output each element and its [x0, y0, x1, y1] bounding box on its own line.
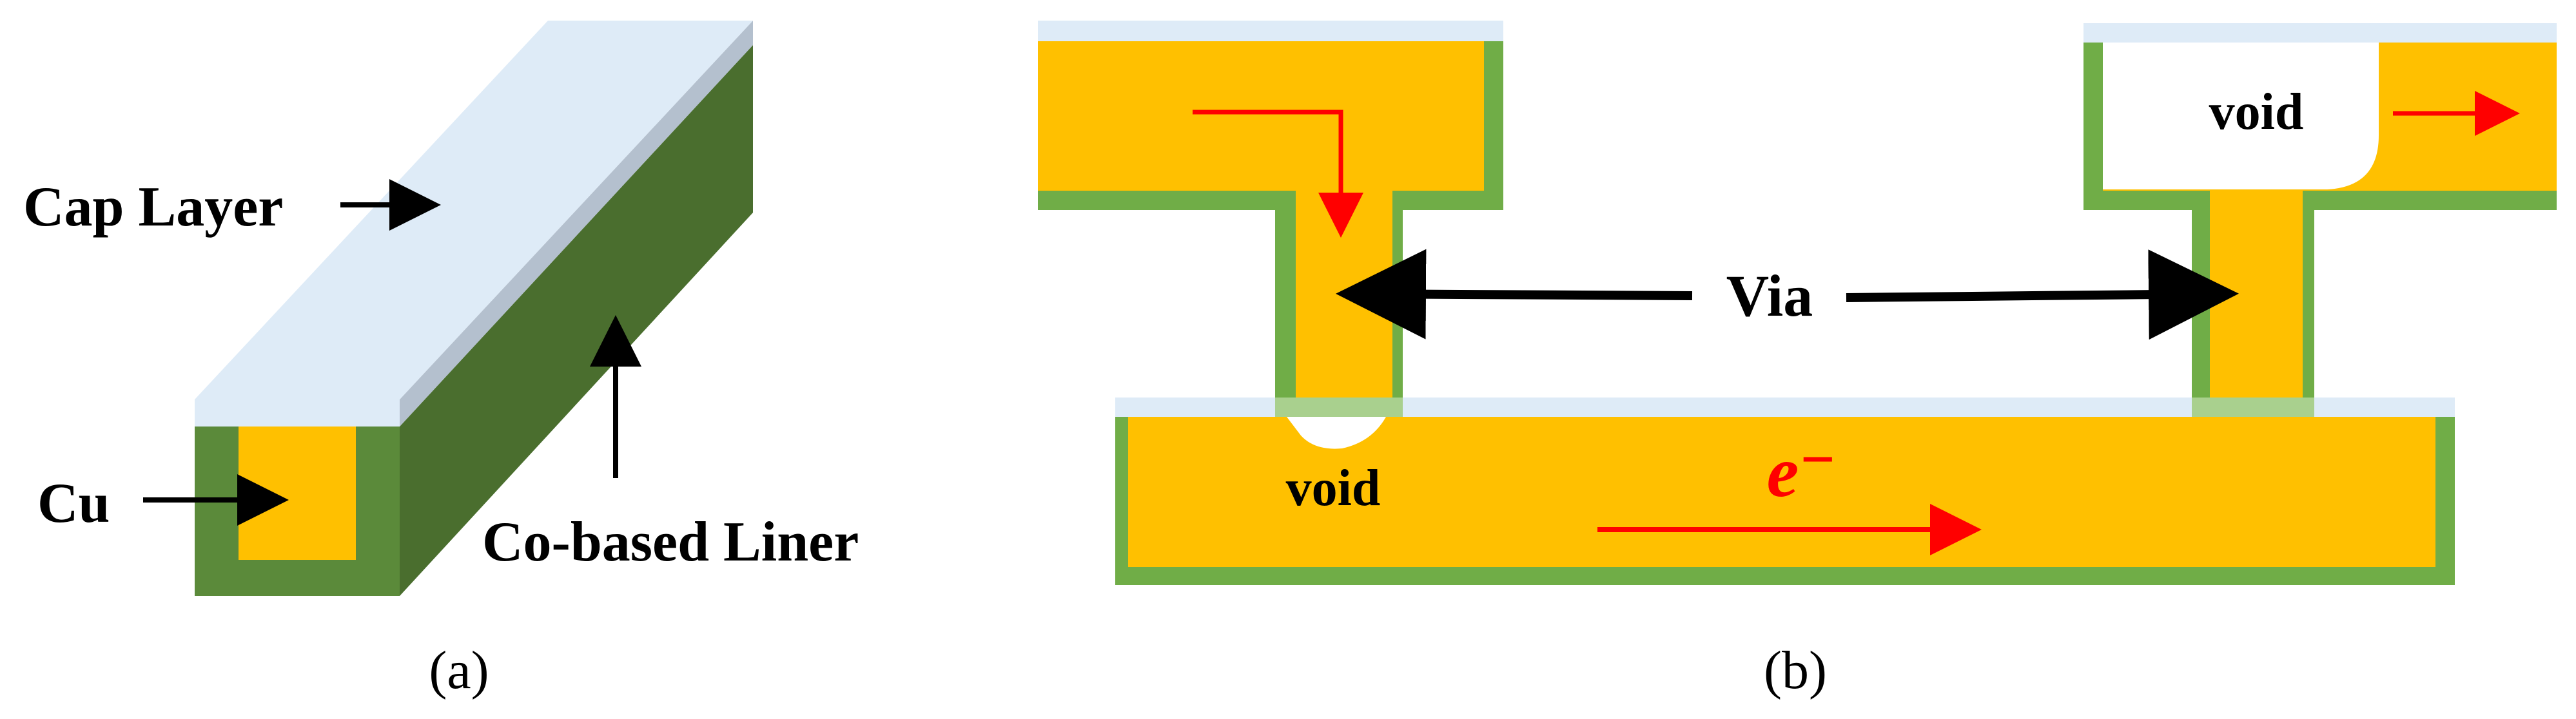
panel-b: Via void void e⁻ (b)	[1038, 21, 2557, 700]
left-via-interface	[1275, 398, 1403, 417]
via-label: Via	[1726, 263, 1813, 329]
top-void	[2103, 43, 2379, 189]
right-top-line-cap	[2083, 23, 2557, 43]
bottom-void	[1287, 417, 1386, 449]
current-arrow-left	[1193, 110, 1363, 238]
liner-side-face	[400, 45, 753, 596]
copper-core	[239, 427, 356, 560]
panel-a: Cap Layer Cu Co-based Liner (a)	[23, 21, 859, 700]
left-top-line-copper	[1038, 41, 1484, 398]
cap-layer-label: Cap Layer	[23, 176, 283, 238]
cap-layer-top-face	[195, 21, 753, 399]
cap-layer-front	[195, 399, 400, 427]
via-arrow-left	[1336, 249, 1693, 340]
liner-label: Co-based Liner	[482, 511, 859, 573]
electron-label: e⁻	[1767, 432, 1837, 512]
bottom-void-label: void	[1286, 460, 1381, 517]
right-via-interface	[2192, 398, 2314, 417]
left-top-line-cap	[1038, 21, 1503, 41]
panel-a-caption: (a)	[429, 640, 489, 700]
cu-label: Cu	[37, 472, 110, 535]
top-void-label: void	[2209, 84, 2304, 140]
via-arrow-right	[1846, 249, 2239, 340]
cap-layer-edge	[400, 21, 753, 427]
panel-b-caption: (b)	[1764, 640, 1827, 700]
